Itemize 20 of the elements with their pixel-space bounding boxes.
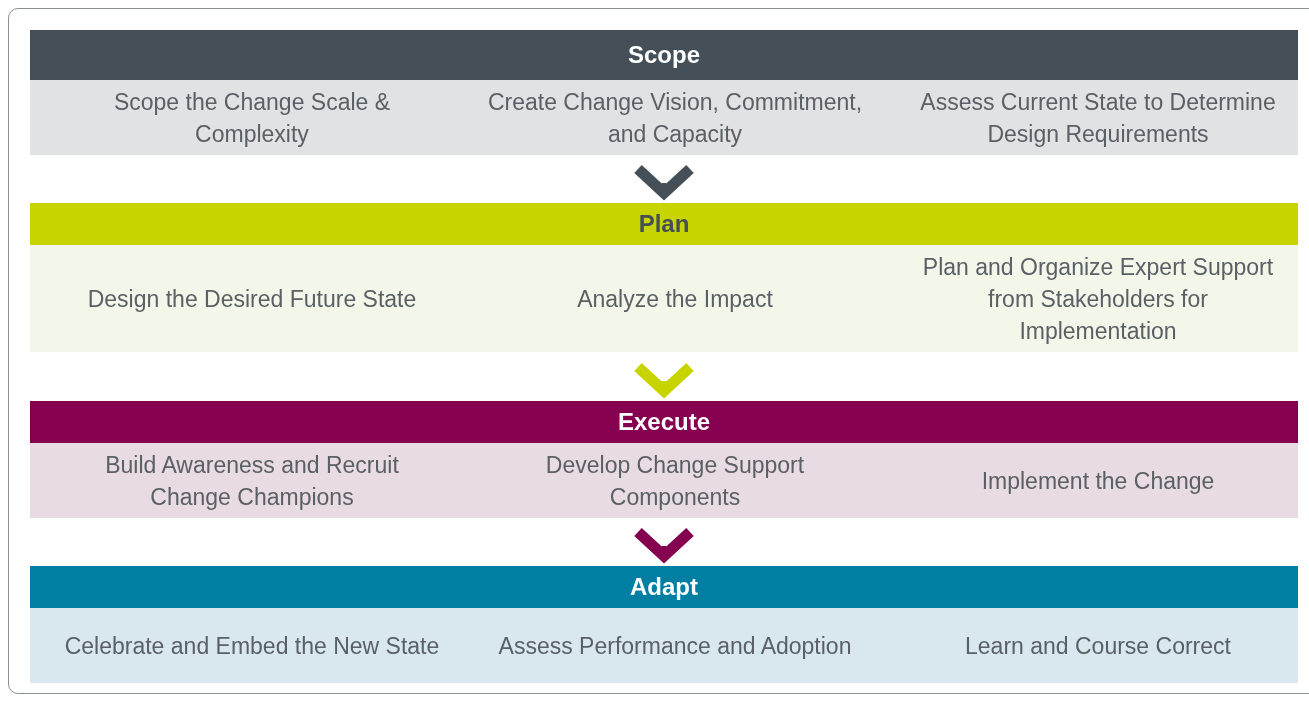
step-text: Assess Performance and Adoption: [498, 631, 852, 661]
phase-header: Plan: [30, 203, 1298, 245]
step-text: Learn and Course Correct: [965, 631, 1231, 661]
phase-header: Adapt: [30, 566, 1298, 608]
phase-band: [30, 203, 1298, 352]
step-text: Implement the Change: [981, 466, 1215, 496]
phase-header: Execute: [30, 401, 1298, 443]
step-text: Scope the Change Scale & Complexity: [112, 87, 392, 149]
step-text: Assess Current State to Determine Design Requirements: [919, 87, 1277, 149]
step-text: Plan and Organize Expert Support from Stakeholders for Implementation: [921, 252, 1275, 346]
phase-band: [30, 566, 1298, 683]
phase-header: Scope: [30, 30, 1298, 80]
step-text: Create Change Vision, Commitment, and Capacity: [486, 87, 864, 149]
phase-band: [30, 30, 1298, 155]
step-text: Analyze the Impact: [577, 284, 773, 314]
step-text: Build Awareness and Recruit Change Champions: [104, 450, 400, 512]
step-text: Develop Change Support Components: [544, 450, 806, 512]
phase-band: [30, 401, 1298, 518]
step-text: Celebrate and Embed the New State: [64, 631, 440, 661]
step-text: Design the Desired Future State: [87, 284, 417, 314]
